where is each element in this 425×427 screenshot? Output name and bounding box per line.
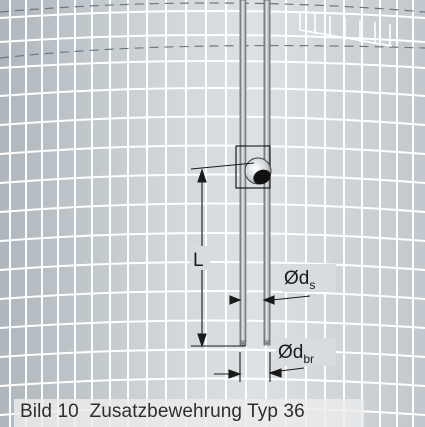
label-length: L	[193, 250, 204, 271]
top-cage-detail	[299, 12, 393, 47]
label-bar-diameter: Øds	[284, 268, 315, 292]
arrow-ds-right	[262, 295, 275, 305]
cylinder-top-outline	[0, 2, 425, 59]
anchor-bore	[253, 169, 271, 185]
arrow-dbr-right	[268, 368, 282, 378]
arrow-l-top	[197, 168, 207, 183]
bar-bend-right	[263, 339, 271, 345]
arrow-l-bottom	[197, 333, 207, 348]
label-bend-diameter: Ødbr	[278, 342, 314, 366]
caption-background	[14, 399, 364, 427]
anchor-clamp	[235, 145, 272, 189]
bar-bend-left	[239, 339, 247, 345]
mesh-vertical-wires	[9, 0, 414, 427]
arrow-dbr-left	[228, 369, 242, 379]
arrow-ds-left	[229, 295, 242, 305]
figure-caption: Bild 10 Zusatzbewehrung Typ 36	[20, 401, 305, 422]
dimension-labels: L Øds Ødbr	[190, 246, 336, 366]
